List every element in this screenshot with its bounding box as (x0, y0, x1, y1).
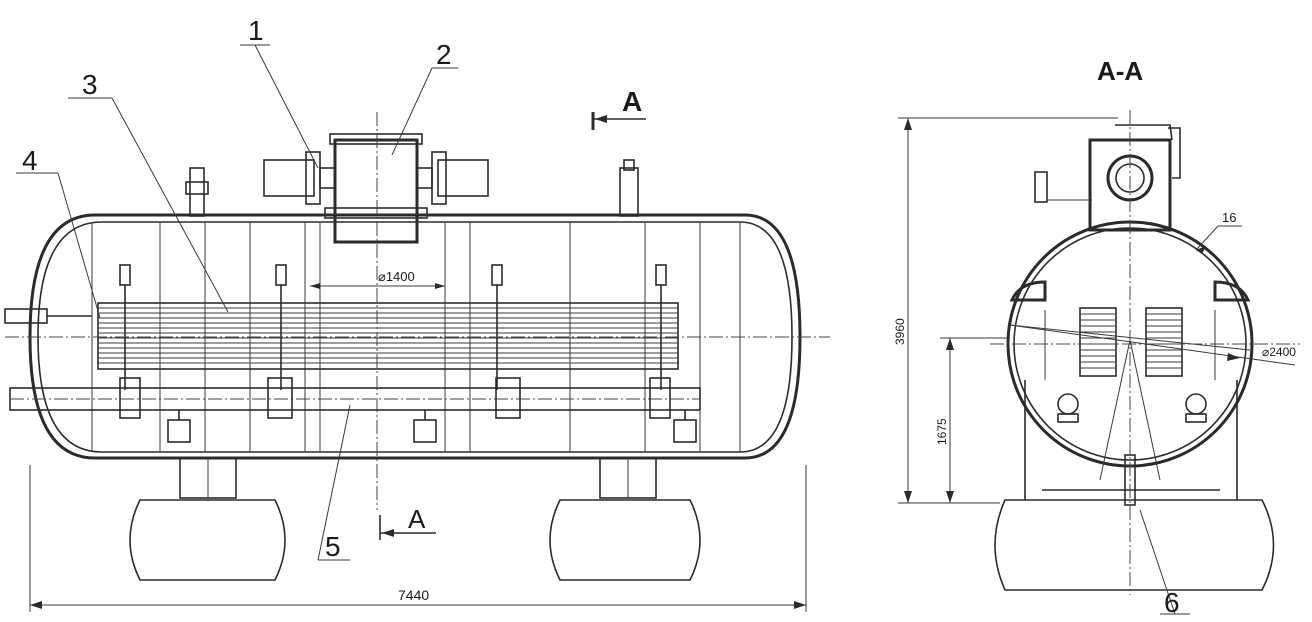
dimension-height (898, 117, 1118, 504)
dimension-length-label: 7440 (398, 587, 429, 603)
callout-4: 4 (22, 145, 38, 176)
vessel-shell (28, 213, 802, 460)
section-marker-top: A (622, 86, 642, 117)
section-foundation (994, 499, 1275, 591)
callout-2: 2 (436, 39, 452, 70)
dimension-pipe-diameter-label: ⌀1400 (378, 269, 415, 284)
callout-3: 3 (82, 69, 98, 100)
section-arrow-bottom (379, 515, 436, 540)
dimension-length (29, 465, 807, 612)
foundation-blocks (129, 499, 701, 581)
tube-bundle (97, 302, 679, 370)
leader-lines (16, 44, 458, 561)
left-nozzle (4, 308, 92, 324)
dimension-axis-height (940, 337, 1010, 503)
dimension-pipe-diameter (310, 283, 445, 289)
callout-5: 5 (325, 531, 341, 562)
support-legs (179, 457, 657, 499)
top-dome (324, 133, 428, 244)
section-title: A-A (1097, 56, 1143, 86)
callout-16: 16 (1222, 210, 1236, 225)
callout-1: 1 (248, 15, 264, 46)
dimension-axis-height-label: 1675 (935, 418, 949, 445)
section-view (898, 110, 1300, 615)
section-arrow-top (591, 112, 646, 130)
side-view (4, 44, 830, 612)
dimension-shell-diameter-label: ⌀2400 (1262, 345, 1296, 359)
bottom-header-pipe (9, 377, 701, 443)
dome-side-nozzles (263, 151, 489, 205)
top-fittings (185, 159, 639, 217)
section-bolts (1057, 393, 1207, 423)
callout-6: 6 (1164, 587, 1180, 618)
dimension-height-label: 3960 (893, 318, 907, 345)
section-marker-bottom: A (408, 504, 426, 534)
